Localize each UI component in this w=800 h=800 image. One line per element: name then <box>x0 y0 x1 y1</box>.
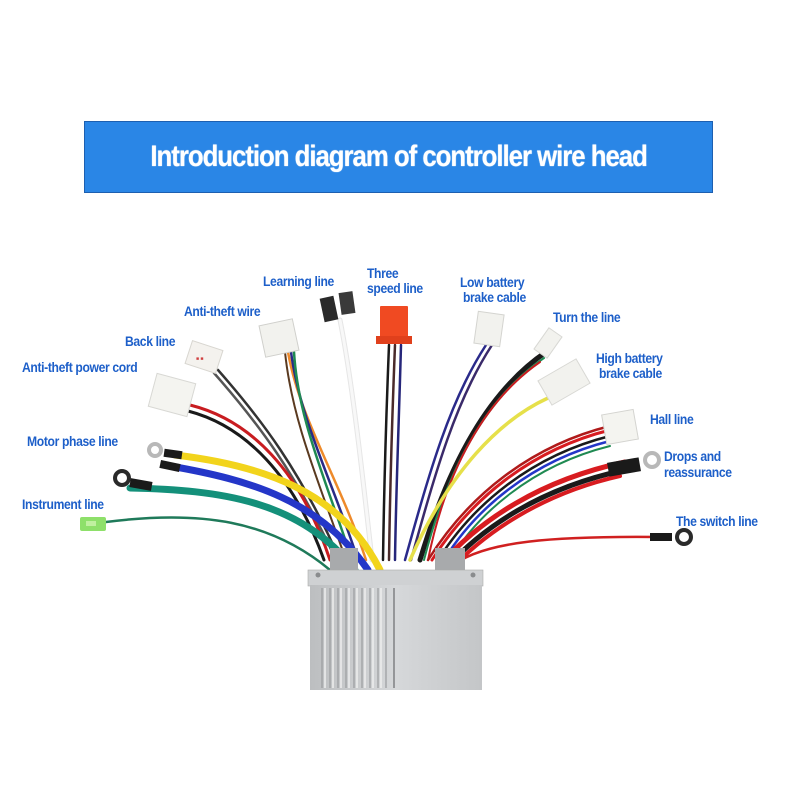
low-battery-brake-connector <box>473 310 505 348</box>
controller-box <box>307 548 484 690</box>
svg-text:■ ■: ■ ■ <box>196 356 203 362</box>
label-hall-line: Hall line <box>650 412 694 427</box>
label-high-battery-1: High battery <box>596 351 663 366</box>
motor-phase-blue-wire <box>166 462 372 574</box>
drops-reassurance-terminal <box>607 451 661 477</box>
label-low-battery-1: Low battery <box>460 275 525 290</box>
high-battery-brake-connector <box>537 358 591 406</box>
label-turn-the-line: Turn the line <box>553 310 621 325</box>
three-speed-connector <box>376 306 412 344</box>
three-speed-wire <box>381 343 391 562</box>
hall-line-wire <box>430 428 612 562</box>
anti-theft-wire-connector <box>258 318 300 358</box>
instrument-line-wire <box>104 516 332 572</box>
label-three-speed-line-2: speed line <box>367 281 423 296</box>
title-banner: Introduction diagram of controller wire … <box>84 121 713 193</box>
label-switch-line: The switch line <box>676 514 758 529</box>
label-drops-1: Drops and <box>664 449 721 464</box>
learning-line-connector <box>319 291 356 323</box>
back-line-connector: ■ ■ <box>184 340 224 374</box>
label-back-line: Back line <box>125 334 176 349</box>
label-learning-line: Learning line <box>263 274 334 289</box>
label-drops-2: reassurance <box>664 465 732 480</box>
label-low-battery-2: brake cable <box>463 290 526 305</box>
wire-bundle <box>104 317 662 574</box>
motor-phase-yellow-wire <box>171 451 384 574</box>
label-motor-phase-line: Motor phase line <box>27 434 118 449</box>
label-three-speed-line-1: Three <box>367 266 399 281</box>
turn-line-wire <box>417 349 549 563</box>
low-battery-brake-wire <box>403 343 488 562</box>
label-instrument-line: Instrument line <box>22 497 104 512</box>
motor-phase-green-wire <box>126 484 359 574</box>
label-anti-theft-power-cord: Anti-theft power cord <box>22 360 138 375</box>
banner-title: Introduction diagram of controller wire … <box>150 140 647 173</box>
label-high-battery-2: brake cable <box>599 366 662 381</box>
high-battery-brake-wire <box>408 396 550 562</box>
turn-line-connector <box>533 327 563 359</box>
motor-phase-terminals <box>113 442 183 491</box>
anti-theft-power-wire <box>188 403 332 562</box>
switch-line-terminal <box>650 528 693 546</box>
label-anti-theft-wire: Anti-theft wire <box>184 304 261 319</box>
hall-line-connector <box>601 408 639 446</box>
anti-theft-power-connector <box>147 372 197 418</box>
instrument-line-connector <box>80 517 106 531</box>
